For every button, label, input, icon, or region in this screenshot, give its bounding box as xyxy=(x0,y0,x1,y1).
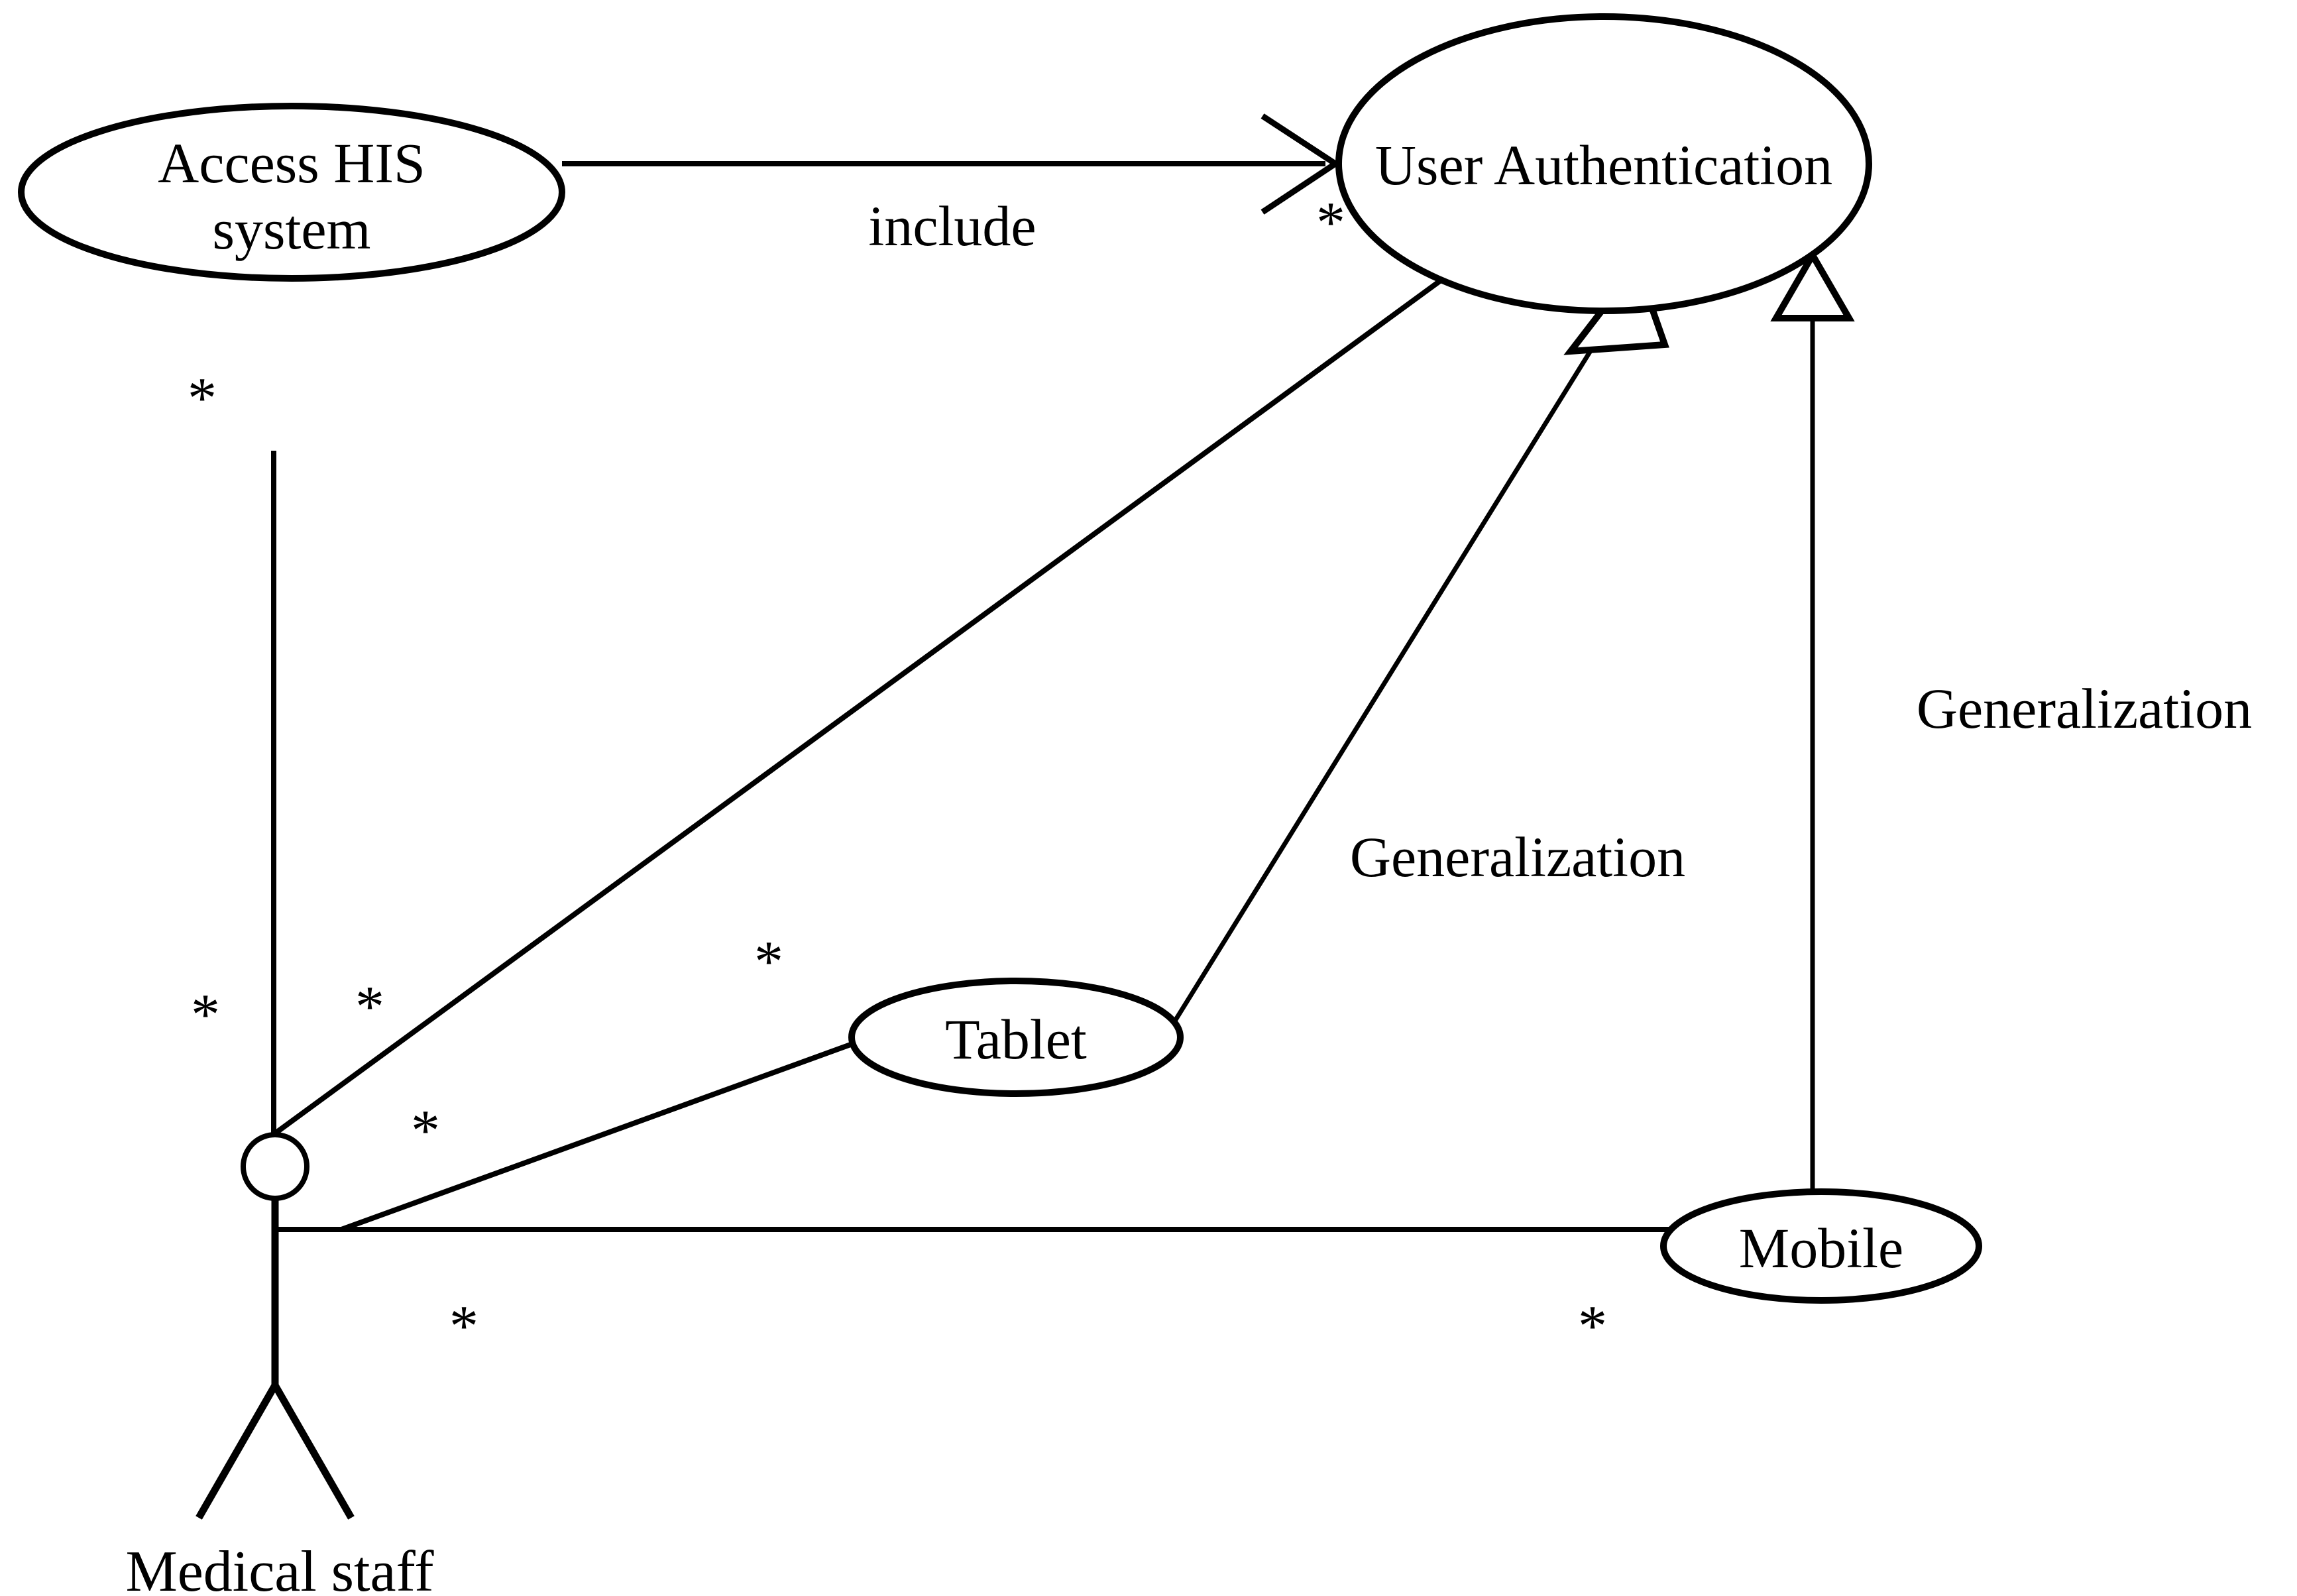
tablet-ellipse xyxy=(848,978,1184,1097)
actor-medical-staff-label: Medical staff xyxy=(125,1540,434,1596)
access-his-system-label-line1: Access HIS xyxy=(158,131,425,195)
actor-leg-left-icon xyxy=(196,1383,278,1520)
user-authentication-ellipse xyxy=(1335,13,1872,314)
multiplicity-actor-access-his: * xyxy=(191,983,220,1047)
actor-head-icon xyxy=(241,1132,309,1201)
use-case-access-his-system[interactable]: Access HIS system xyxy=(18,103,565,282)
multiplicity-actor-tablet: * xyxy=(411,1099,440,1163)
use-case-mobile[interactable]: Mobile xyxy=(1660,1188,1982,1304)
generalization-mobile-triangle-icon xyxy=(1770,249,1855,321)
edge-label-generalization-tablet: Generalization xyxy=(1350,825,1685,889)
mobile-label: Mobile xyxy=(1739,1216,1903,1280)
edge-actor-to-user-authentication xyxy=(273,272,1450,1136)
mobile-ellipse xyxy=(1660,1188,1982,1304)
use-case-user-authentication[interactable]: User Authentication xyxy=(1335,13,1872,314)
multiplicity-user-authentication-include: * xyxy=(1316,191,1345,255)
access-his-system-ellipse xyxy=(18,103,565,282)
edge-label-include: include xyxy=(868,194,1036,258)
actor-medical-staff[interactable]: Medical staff xyxy=(125,1132,434,1596)
multiplicity-actor-mobile-right: * xyxy=(1578,1294,1607,1359)
user-authentication-label: User Authentication xyxy=(1375,133,1832,197)
multiplicity-access-his-actor: * xyxy=(188,367,217,431)
generalization-tablet-line xyxy=(1171,337,1600,1025)
edge-generalization-mobile xyxy=(1770,249,1855,1193)
edge-label-generalization-mobile: Generalization xyxy=(1917,677,2252,740)
tablet-label: Tablet xyxy=(945,1007,1087,1071)
edge-generalization-tablet xyxy=(1171,258,1669,1025)
multiplicity-actor-user-authentication: * xyxy=(355,975,384,1039)
use-case-tablet[interactable]: Tablet xyxy=(848,978,1184,1097)
edge-actor-to-tablet xyxy=(340,1038,863,1232)
multiplicity-mid-user-authentication: * xyxy=(754,930,783,994)
multiplicity-actor-mobile-left: * xyxy=(449,1294,478,1359)
access-his-system-label-line2: system xyxy=(213,198,371,261)
actor-leg-right-icon xyxy=(272,1383,355,1520)
